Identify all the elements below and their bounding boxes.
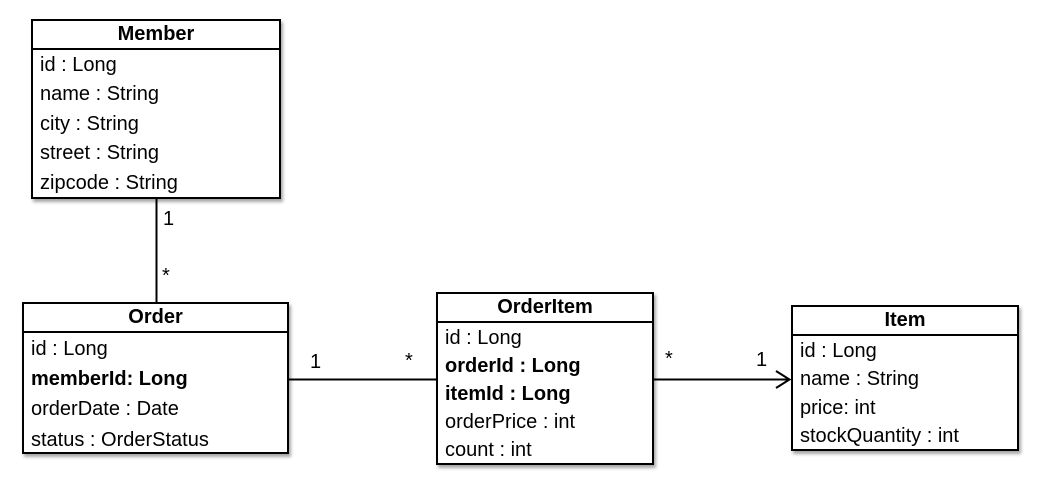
attribute-item-name: name : String	[800, 368, 919, 391]
multiplicity-orderitem-side-right: *	[665, 348, 673, 370]
attribute-member-name: name : String	[40, 83, 159, 106]
attribute-orderitem-orderprice: orderPrice : int	[445, 411, 576, 433]
class-box-order: Order id : Long memberId: Long orderDate…	[22, 302, 289, 454]
attribute-order-id: id : Long	[31, 338, 108, 360]
attribute-member-street: street : String	[40, 142, 159, 165]
multiplicity-member-side: 1	[163, 208, 175, 230]
attribute-order-status: status : OrderStatus	[31, 428, 209, 451]
class-box-orderitem: OrderItem id : Long orderId : Long itemI…	[436, 292, 654, 465]
multiplicity-order-side-vertical: *	[162, 265, 170, 287]
attribute-orderitem-orderid: orderId : Long	[445, 355, 581, 377]
multiplicity-order-side-horizontal: 1	[310, 351, 322, 373]
attribute-orderitem-id: id : Long	[445, 327, 522, 349]
attribute-member-city: city : String	[40, 112, 139, 135]
attribute-order-memberid: memberId: Long	[31, 368, 188, 391]
multiplicity-item-side: 1	[756, 349, 768, 371]
class-attributes-item: id : Long name : String price: int stock…	[793, 336, 1017, 451]
arrowhead-to-item-icon	[775, 370, 792, 389]
attribute-order-orderdate: orderDate : Date	[31, 398, 179, 421]
class-title-order: Order	[24, 304, 287, 333]
class-title-orderitem: OrderItem	[438, 294, 652, 323]
class-title-item: Item	[793, 307, 1017, 336]
attribute-member-zipcode: zipcode : String	[40, 171, 178, 194]
class-attributes-orderitem: id : Long orderId : Long itemId : Long o…	[438, 323, 652, 464]
class-attributes-member: id : Long name : String city : String st…	[33, 50, 279, 198]
class-title-member: Member	[33, 21, 279, 50]
multiplicity-orderitem-side-left: *	[405, 350, 413, 372]
attribute-orderitem-itemid: itemId : Long	[445, 383, 571, 405]
attribute-item-price: price: int	[800, 396, 876, 419]
class-box-item: Item id : Long name : String price: int …	[791, 305, 1019, 451]
class-attributes-order: id : Long memberId: Long orderDate : Dat…	[24, 333, 287, 455]
class-box-member: Member id : Long name : String city : St…	[31, 19, 281, 199]
attribute-member-id: id : Long	[40, 54, 117, 76]
attribute-item-id: id : Long	[800, 340, 877, 362]
attribute-item-stockquantity: stockQuantity : int	[800, 425, 959, 448]
attribute-orderitem-count: count : int	[445, 439, 532, 461]
